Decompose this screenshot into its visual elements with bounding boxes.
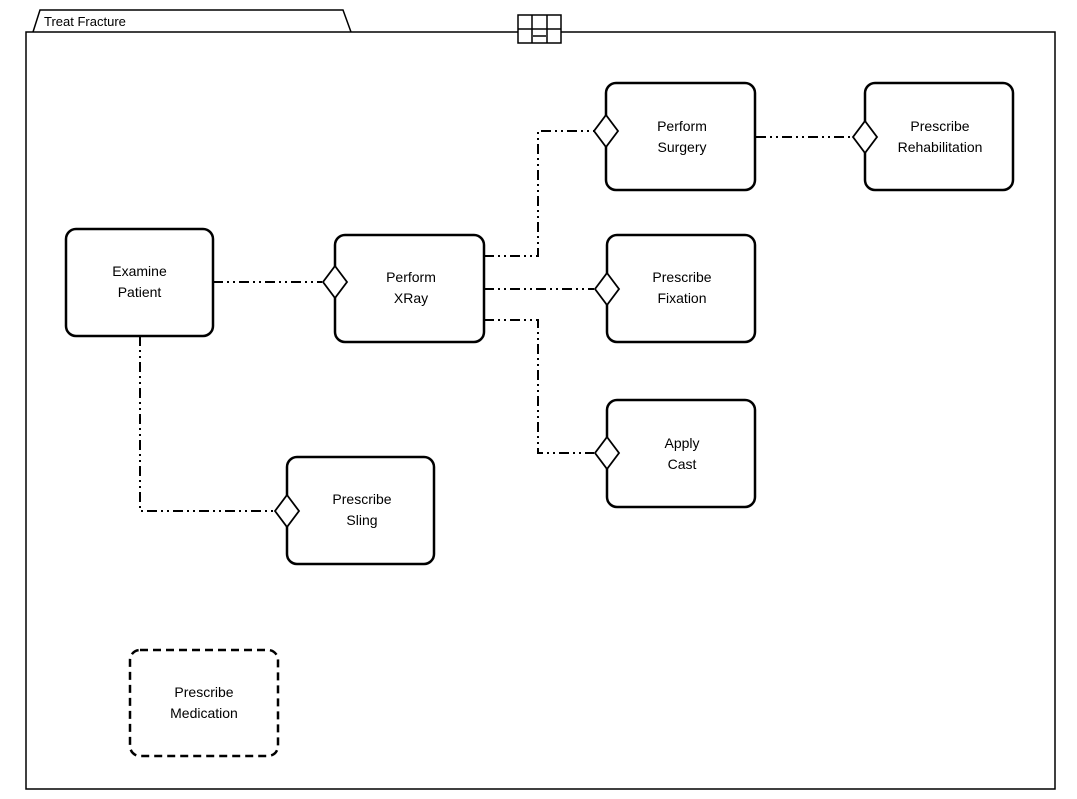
edge-examine-to-sling	[139, 336, 274, 512]
node-prescribe-sling[interactable]: Prescribe Sling	[285, 455, 436, 566]
diamond-cast-inbound-icon	[593, 435, 621, 471]
node-perform-xray[interactable]: Perform XRay	[333, 233, 486, 344]
edge-xray-to-cast	[484, 319, 594, 454]
connectors	[139, 130, 852, 512]
node-apply-cast-line-1: Apply	[664, 435, 699, 451]
node-apply-cast[interactable]: Apply Cast	[605, 398, 757, 509]
node-examine-patient-line-2: Patient	[118, 284, 162, 300]
node-prescribe-fixation-line-2: Fixation	[657, 290, 706, 306]
node-prescribe-fixation-line-1: Prescribe	[652, 269, 711, 285]
diamond-fixation-inbound-icon	[593, 271, 621, 307]
diamond-surgery-inbound-icon	[592, 113, 620, 149]
node-prescribe-rehabilitation[interactable]: Prescribe Rehabilitation	[863, 81, 1015, 192]
grid-decomposition-icon	[517, 14, 562, 44]
frame-tab	[32, 9, 352, 33]
node-examine-patient-line-1: Examine	[112, 263, 167, 279]
connection-diamonds	[273, 113, 879, 529]
node-prescribe-rehabilitation-line-2: Rehabilitation	[898, 139, 983, 155]
node-prescribe-sling-line-1: Prescribe	[332, 491, 391, 507]
edge-xray-to-surgery	[484, 130, 594, 257]
node-perform-surgery-line-2: Surgery	[657, 139, 706, 155]
diamond-rehabilitation-inbound-icon	[851, 119, 879, 155]
node-prescribe-medication[interactable]: Prescribe Medication	[128, 648, 280, 758]
node-apply-cast-line-2: Cast	[668, 456, 697, 472]
node-perform-xray-line-2: XRay	[394, 290, 428, 306]
node-examine-patient[interactable]: Examine Patient	[64, 227, 215, 338]
node-prescribe-medication-line-2: Medication	[170, 705, 238, 721]
frame-title: Treat Fracture	[44, 14, 126, 29]
diamond-sling-inbound-icon	[273, 493, 301, 529]
diamond-xray-inbound-icon	[321, 264, 349, 300]
node-perform-xray-line-1: Perform	[386, 269, 436, 285]
diagram-frame: Treat Fracture	[25, 9, 1056, 790]
node-prescribe-medication-line-1: Prescribe	[174, 684, 233, 700]
node-perform-surgery[interactable]: Perform Surgery	[604, 81, 757, 192]
node-prescribe-fixation[interactable]: Prescribe Fixation	[605, 233, 757, 344]
node-prescribe-rehabilitation-line-1: Prescribe	[910, 118, 969, 134]
node-perform-surgery-line-1: Perform	[657, 118, 707, 134]
node-prescribe-sling-line-2: Sling	[346, 512, 377, 528]
